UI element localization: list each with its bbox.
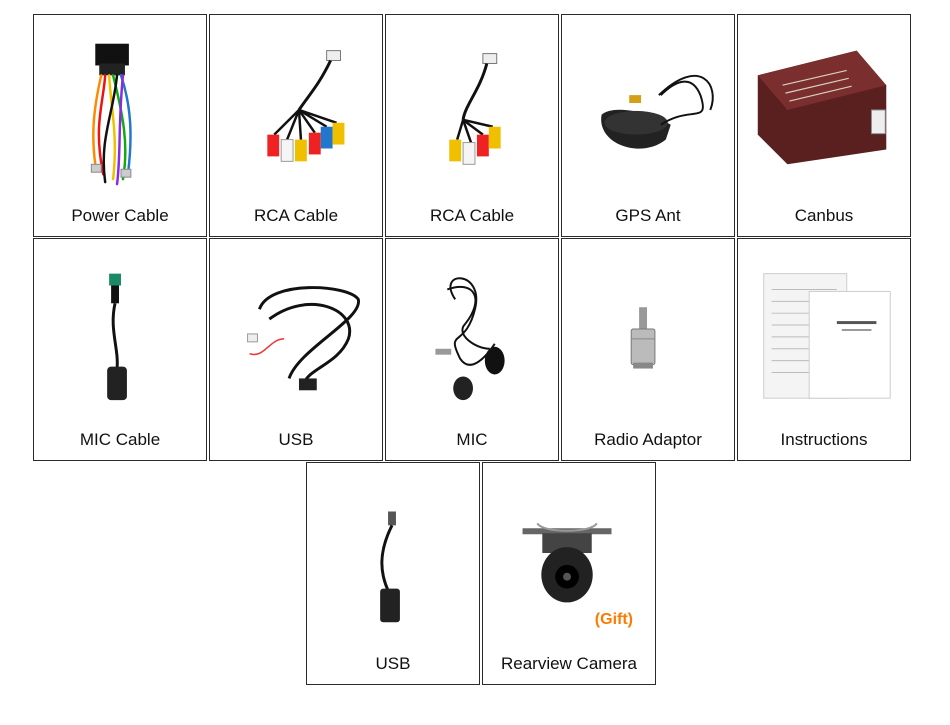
item-label: RCA Cable — [429, 206, 515, 225]
item-label: GPS Ant — [615, 206, 681, 225]
usb-cable-icon — [210, 239, 382, 419]
item-label: MIC Cable — [79, 430, 161, 449]
item-card-rca-cable: RCA Cable — [209, 14, 383, 237]
rca-cable-icon — [386, 15, 558, 195]
item-card-usb: USB — [209, 238, 383, 461]
item-label: Radio Adaptor — [594, 430, 702, 449]
item-label: Rearview Camera — [500, 654, 638, 673]
item-card-instructions: Instructions — [737, 238, 911, 461]
item-label: RCA Cable — [253, 206, 339, 225]
item-card-mic: MIC — [385, 238, 559, 461]
microphone-icon — [386, 239, 558, 419]
item-card-mic-cable: MIC Cable — [33, 238, 207, 461]
item-label: Instructions — [780, 430, 868, 449]
power-cable-icon — [34, 15, 206, 195]
item-label: MIC — [456, 430, 488, 449]
rca-cable-icon — [210, 15, 382, 195]
canbus-box-icon — [738, 15, 910, 195]
usb-otg-cable-icon — [307, 463, 479, 643]
item-card-power-cable: Power Cable — [33, 14, 207, 237]
item-card-canbus: Canbus — [737, 14, 911, 237]
gps-antenna-icon — [562, 15, 734, 195]
item-card-radio-adaptor: Radio Adaptor — [561, 238, 735, 461]
item-card-rearview-camera: (Gift) Rearview Camera — [482, 462, 656, 685]
item-label: Power Cable — [71, 206, 169, 225]
manual-icon — [738, 239, 910, 419]
item-label: USB — [375, 654, 411, 673]
radio-adaptor-icon — [562, 239, 734, 419]
item-label: Canbus — [794, 206, 854, 225]
item-card-gps-ant: GPS Ant — [561, 14, 735, 237]
gift-label: (Gift) — [594, 611, 633, 628]
mic-cable-icon — [34, 239, 206, 419]
item-card-usb-otg: USB — [306, 462, 480, 685]
item-card-rca-cable-2: RCA Cable — [385, 14, 559, 237]
item-label: USB — [278, 430, 314, 449]
rearview-camera-icon — [483, 463, 655, 643]
